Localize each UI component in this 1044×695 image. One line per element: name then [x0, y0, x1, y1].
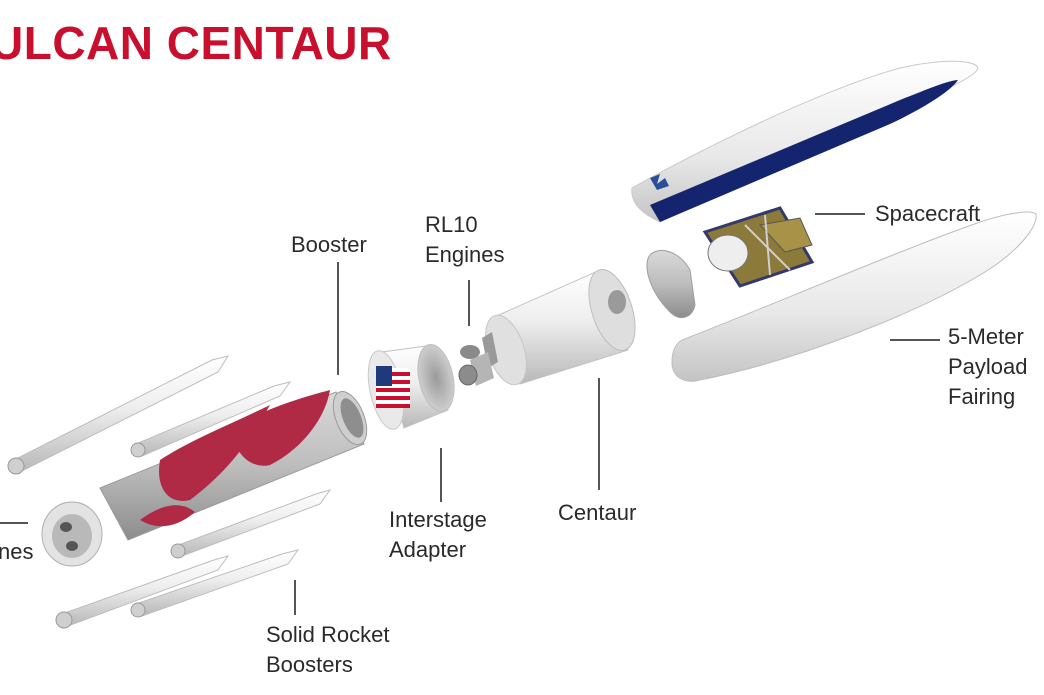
label-be4-text: nes [0, 539, 34, 564]
label-fairing-line3: Fairing [948, 384, 1016, 409]
label-booster: Booster [291, 230, 367, 260]
be4-engine-section [41, 501, 103, 567]
interstage-adapter [367, 344, 455, 430]
label-centaur: Centaur [558, 498, 636, 528]
label-be4-engines-fragment: nes [0, 537, 33, 567]
label-spacecraft-text: Spacecraft [875, 201, 981, 226]
label-rl10-engines: RL10 Engines [425, 210, 505, 270]
label-srb-line1: Solid Rocket [266, 622, 390, 647]
label-centaur-text: Centaur [558, 500, 637, 525]
label-rl10-line2: Engines [425, 242, 505, 267]
label-srb-line2: Boosters [266, 652, 353, 677]
us-flag-icon [376, 366, 410, 408]
spacecraft-illustration [702, 206, 815, 288]
solid-rocket-booster-2 [130, 381, 292, 458]
fairing-logo-icon [650, 174, 669, 190]
solid-rocket-booster-5 [130, 549, 300, 618]
label-booster-text: Booster [291, 232, 367, 257]
label-payload-fairing: 5-Meter Payload Fairing [948, 322, 1028, 412]
label-spacecraft: Spacecraft [875, 199, 980, 229]
solid-rocket-booster-4 [55, 555, 230, 629]
label-rl10-line1: RL10 [425, 212, 478, 237]
solid-rocket-booster-3 [170, 489, 332, 559]
solid-rocket-booster-1 [7, 355, 230, 475]
engine-nozzle-icon [60, 522, 72, 532]
core-booster [99, 390, 368, 541]
label-solid-rocket-boosters: Solid Rocket Boosters [266, 620, 390, 680]
label-fairing-line1: 5-Meter [948, 324, 1024, 349]
payload-fairing-lower-half [671, 211, 1037, 382]
centaur-stage [485, 269, 636, 386]
label-interstage-line1: Interstage [389, 507, 487, 532]
page-title: ULCAN CENTAUR [0, 17, 392, 69]
label-fairing-line2: Payload [948, 354, 1028, 379]
label-interstage-line2: Adapter [389, 537, 467, 562]
payload-adapter-cone [646, 250, 696, 319]
engine-nozzle-icon [66, 541, 78, 551]
rl10-engines [458, 332, 498, 386]
payload-fairing-upper-half [631, 60, 979, 223]
label-interstage-adapter: Interstage Adapter [389, 505, 487, 565]
